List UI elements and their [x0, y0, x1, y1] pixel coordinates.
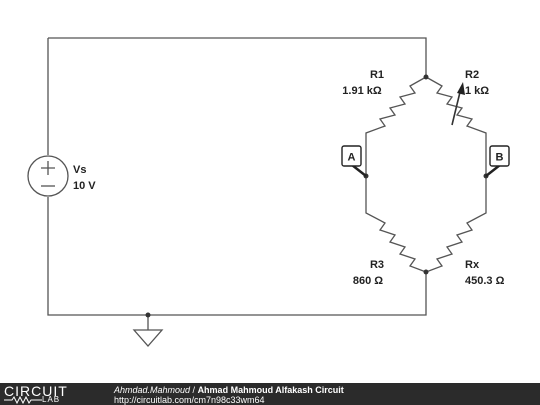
probe-a-label: A — [348, 152, 356, 164]
source-name: Vs — [73, 164, 86, 176]
r1-value: 1.91 kΩ — [342, 85, 382, 97]
r2-value: 1 kΩ — [465, 85, 489, 97]
r3-value: 860 Ω — [353, 275, 383, 287]
footer-url[interactable]: http://circuitlab.com/cm7n98c33wm64 — [114, 395, 265, 405]
rx-name: Rx — [465, 259, 480, 271]
node-top — [423, 74, 429, 80]
circuit-schematic: A B Vs 10 V R1 1.91 kΩ R2 1 kΩ R3 860 Ω … — [27, 37, 510, 347]
r2-arrow-head — [457, 82, 465, 95]
footer-credit: Ahmdad.Mahmoud / Ahmad Mahmoud Alfakash … — [114, 385, 344, 395]
probe-b-label: B — [496, 152, 504, 164]
node-ground — [145, 312, 151, 318]
rx-value: 450.3 Ω — [465, 275, 505, 287]
r2-name: R2 — [465, 69, 479, 81]
probe-b-box — [489, 145, 510, 167]
source-plus-icon — [41, 161, 55, 175]
logo-resistor-icon — [4, 396, 42, 404]
source-value: 10 V — [73, 180, 96, 192]
probe-b-lead — [485, 164, 501, 177]
footer-separator: / — [190, 385, 198, 395]
rx-resistor — [425, 176, 487, 273]
r3-name: R3 — [370, 259, 384, 271]
logo-text-top: CIRCUIT — [4, 383, 68, 399]
footer-author[interactable]: Ahmdad.Mahmoud — [114, 385, 191, 395]
r2-variable-arrow — [451, 87, 462, 126]
voltage-source — [27, 155, 69, 197]
wire-top — [48, 37, 427, 77]
footer-title[interactable]: Ahmad Mahmoud Alfakash Circuit — [197, 385, 344, 395]
probe-a-box — [341, 145, 362, 167]
r3-resistor — [365, 176, 427, 273]
r1-resistor — [365, 76, 427, 176]
node-bottom — [423, 269, 429, 275]
r2-resistor — [425, 76, 487, 176]
logo-text-bottom: LAB — [42, 395, 61, 404]
r1-name: R1 — [370, 69, 384, 81]
circuitlab-logo[interactable]: CIRCUIT LAB — [4, 383, 104, 404]
footer-bar: CIRCUIT LAB Ahmdad.Mahmoud / Ahmad Mahmo… — [0, 383, 540, 405]
probe-a-lead — [351, 164, 367, 177]
ground-symbol — [132, 329, 164, 347]
wire-left — [47, 38, 427, 316]
